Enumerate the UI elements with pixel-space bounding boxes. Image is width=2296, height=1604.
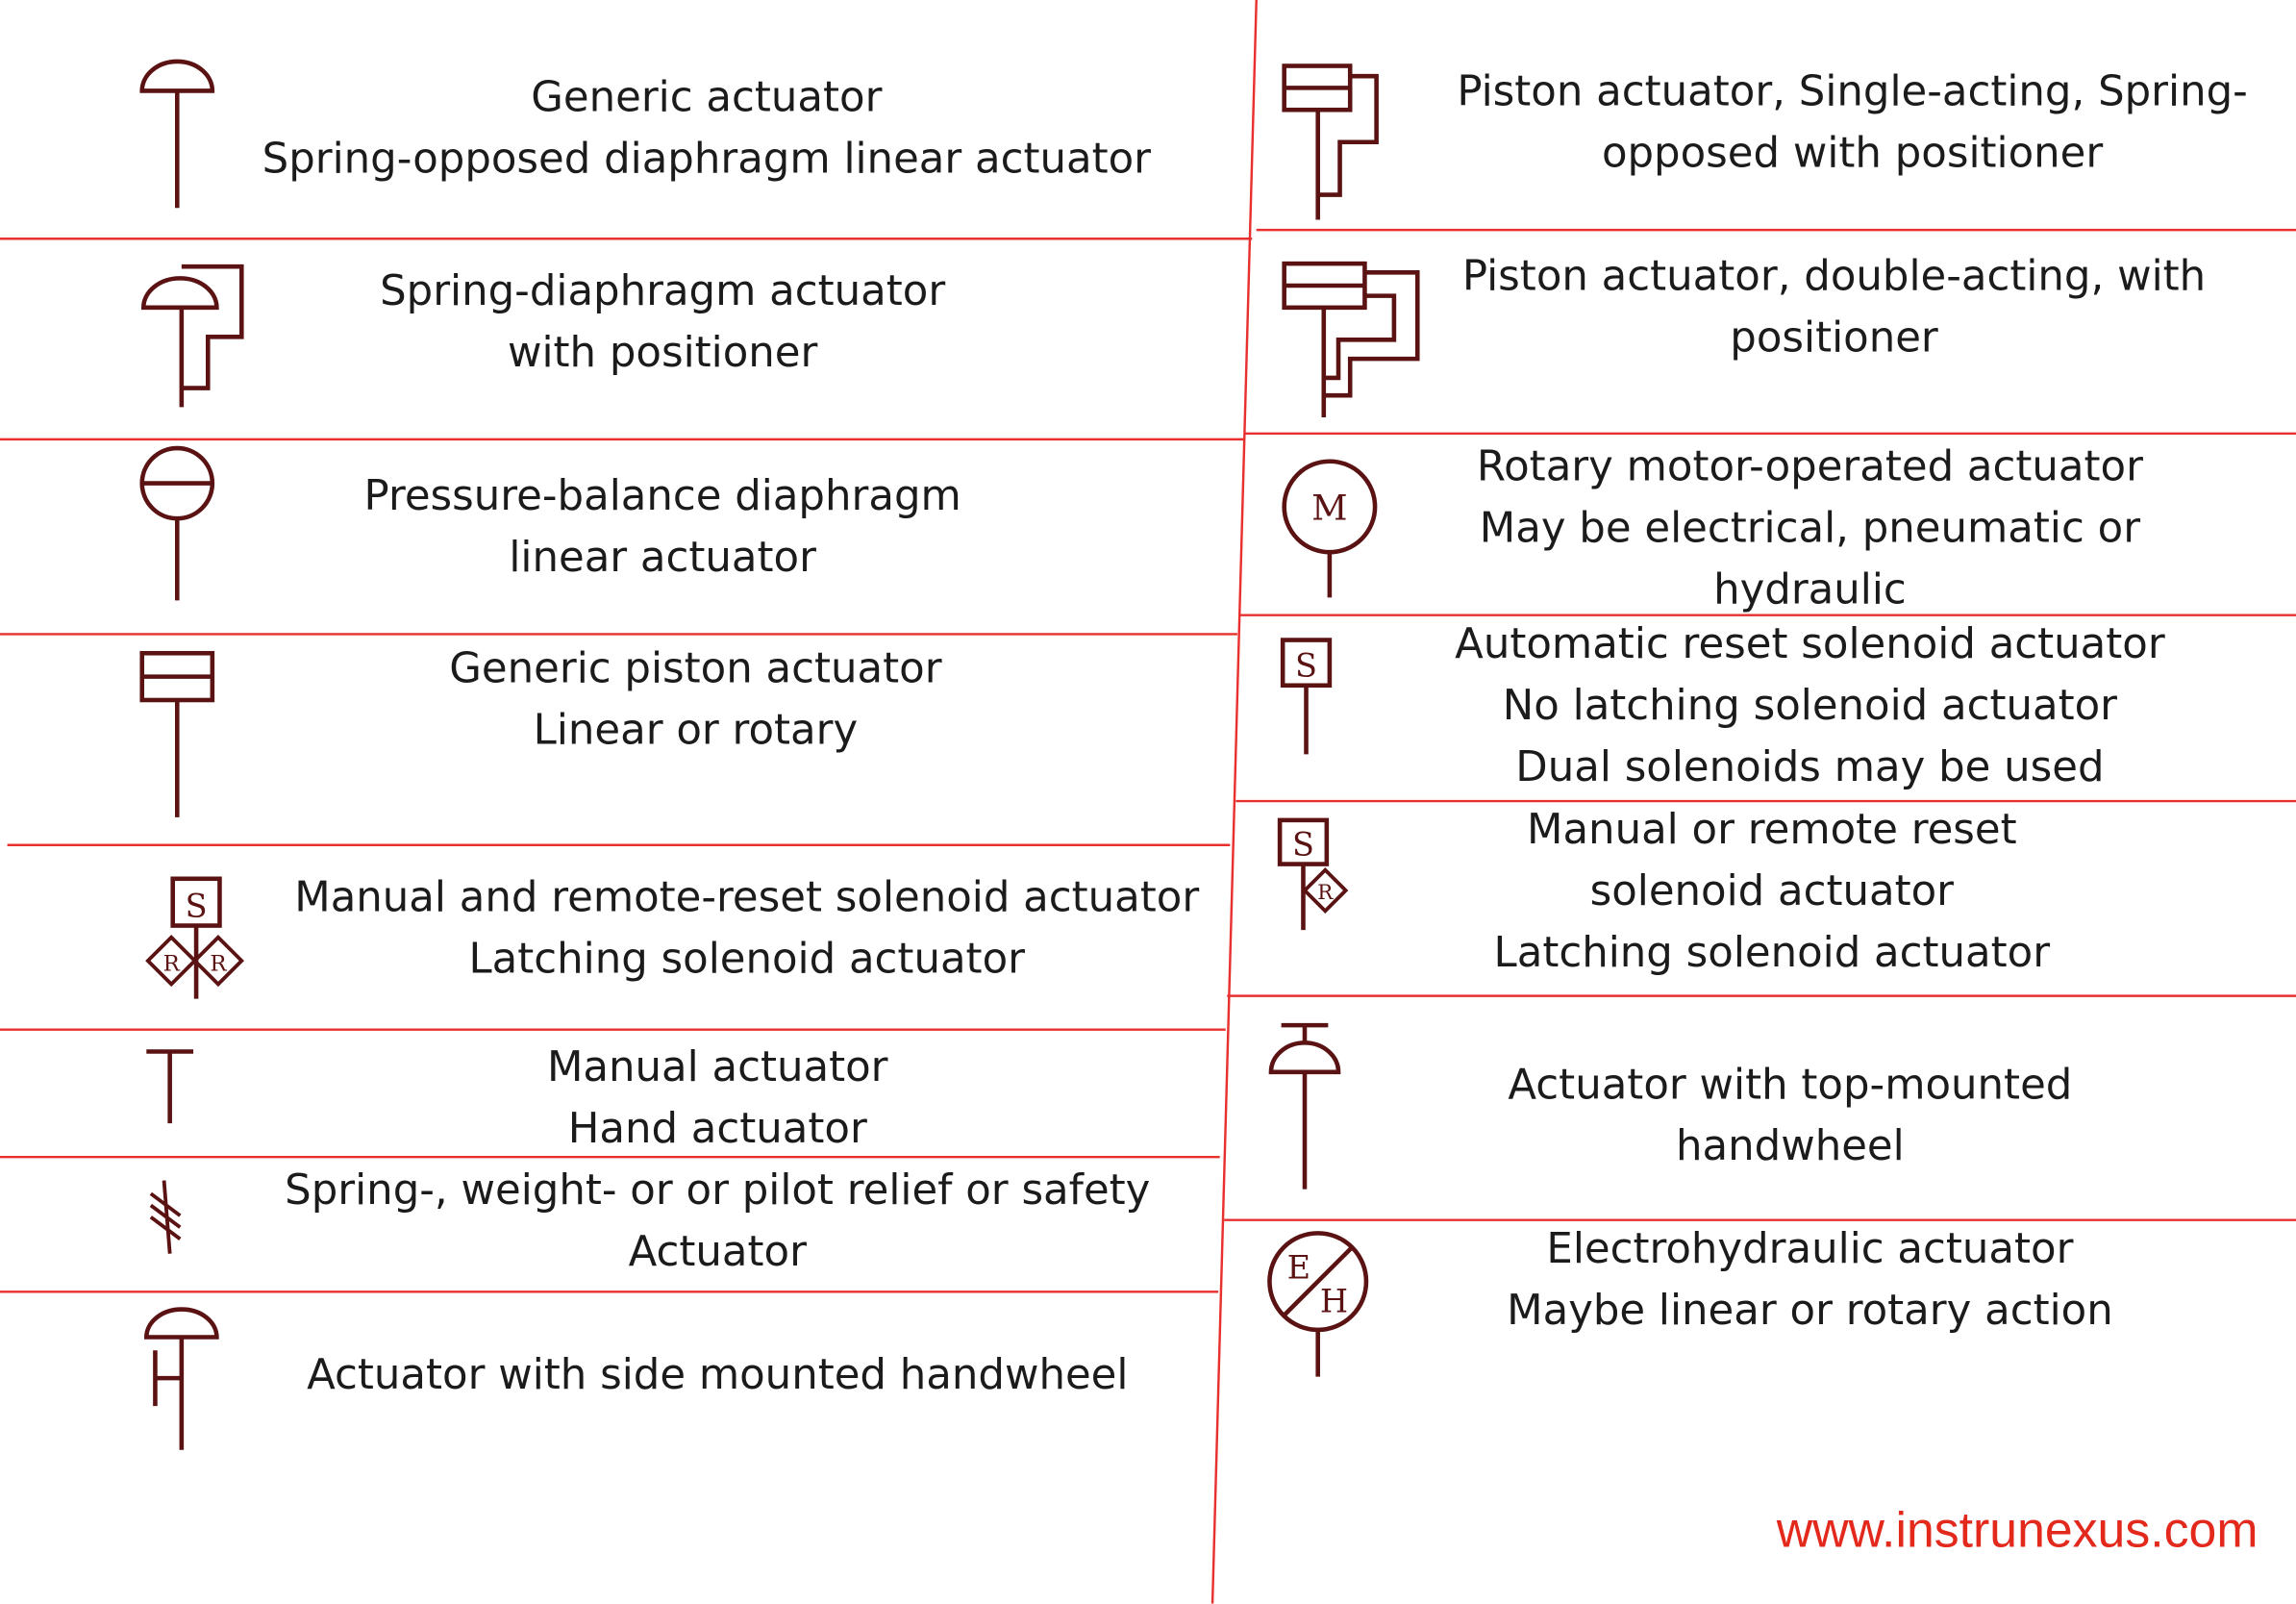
label-line: Automatic reset solenoid actuator	[1455, 619, 2165, 668]
label-line: Actuator with top-mounted	[1508, 1060, 2073, 1109]
label-piston-single-acting: Piston actuator, Single-acting, Spring-o…	[1435, 62, 2270, 185]
column-divider	[1210, 0, 1258, 1604]
automatic-reset-solenoid-icon: S	[1280, 638, 1333, 755]
h-label: H	[1320, 1283, 1348, 1320]
solenoid-s-label: S	[186, 887, 208, 924]
label-line: Generic piston actuator	[449, 644, 942, 693]
label-line: Spring-, weight- or or pilot relief or s…	[285, 1165, 1151, 1215]
label-manual-remote-reset-solenoid: Manual and remote-reset solenoid actuato…	[278, 867, 1215, 990]
e-label: E	[1287, 1249, 1310, 1287]
top-handwheel-icon	[1268, 1022, 1341, 1190]
solenoid-s-label: S	[1295, 647, 1317, 685]
label-line: Generic actuator	[531, 73, 883, 122]
label-line: Electrohydraulic actuator	[1546, 1224, 2074, 1273]
label-line: Pressure-balance diaphragm	[363, 471, 961, 520]
spring-diaphragm-positioner-icon	[140, 263, 244, 408]
label-line: handwheel	[1676, 1121, 1905, 1170]
label-line: Actuator with side mounted handwheel	[307, 1350, 1129, 1399]
rotary-motor-icon: M	[1282, 459, 1378, 598]
label-pressure-balance: Pressure-balance diaphragm linear actuato…	[235, 465, 1091, 589]
label-line: Spring-opposed diaphragm linear actuator	[262, 135, 1152, 184]
label-line: Manual actuator	[546, 1042, 888, 1091]
motor-m-label: M	[1311, 488, 1347, 529]
pressure-balance-diaphragm-icon	[139, 445, 215, 601]
manual-remote-reset-solenoid-icon: S R R	[145, 876, 244, 999]
label-line: Hand actuator	[567, 1104, 867, 1153]
label-line: positioner	[1730, 313, 1938, 363]
label-line: Manual or remote reset	[1527, 805, 2017, 854]
reset-r-label: R	[163, 952, 181, 977]
generic-piston-icon	[139, 650, 215, 817]
label-line: Maybe linear or rotary action	[1507, 1286, 2113, 1335]
label-line: Piston actuator, Single-acting, Spring-	[1457, 67, 2248, 116]
label-line: May be electrical, pneumatic or	[1479, 503, 2141, 553]
label-line: Spring-diaphragm actuator	[380, 266, 946, 315]
label-automatic-reset-solenoid: Automatic reset solenoid actuator No latc…	[1435, 614, 2185, 798]
label-line: opposed with positioner	[1601, 129, 2104, 178]
label-piston-double-acting: Piston actuator, double-acting, with posi…	[1435, 246, 2234, 369]
label-line: solenoid actuator	[1589, 866, 1955, 915]
label-line: Rotary motor-operated actuator	[1476, 441, 2143, 491]
label-line: No latching solenoid actuator	[1502, 681, 2118, 730]
website-link[interactable]: www.instrunexus.com	[1776, 1502, 2259, 1559]
label-line: Linear or rotary	[533, 706, 859, 755]
solenoid-s-label: S	[1292, 825, 1314, 863]
manual-remote-reset-solenoid-latching-icon: S R	[1277, 817, 1349, 931]
reset-r-label: R	[1317, 881, 1334, 905]
label-line: Piston actuator, double-acting, with	[1461, 251, 2207, 301]
generic-actuator-icon	[139, 59, 215, 209]
label-line: Latching solenoid actuator	[1493, 928, 2051, 977]
label-line: linear actuator	[509, 533, 816, 582]
reset-r-label: R	[210, 952, 227, 977]
label-relief-safety: Spring-, weight- or or pilot relief or s…	[278, 1160, 1157, 1283]
side-handwheel-icon	[144, 1307, 219, 1450]
symbols: S R R M	[139, 59, 1420, 1450]
label-line: hydraulic	[1713, 564, 1907, 614]
label-line: Latching solenoid actuator	[468, 934, 1025, 983]
label-line: with positioner	[507, 328, 818, 377]
relief-safety-icon	[149, 1180, 182, 1254]
piston-single-acting-positioner-icon	[1282, 63, 1379, 220]
label-side-handwheel: Actuator with side mounted handwheel	[278, 1344, 1157, 1406]
manual-actuator-icon	[146, 1049, 194, 1124]
label-line: Actuator	[628, 1227, 807, 1276]
label-line: Dual solenoids may be used	[1515, 742, 2105, 791]
electrohydraulic-icon: E H	[1267, 1231, 1369, 1377]
label-top-handwheel: Actuator with top-mounted handwheel	[1435, 1055, 2146, 1178]
piston-double-acting-positioner-icon	[1282, 261, 1420, 418]
label-line: Manual and remote-reset solenoid actuato…	[294, 872, 1200, 921]
label-spring-diaphragm-positioner: Spring-diaphragm actuator with positioner	[235, 261, 1091, 384]
